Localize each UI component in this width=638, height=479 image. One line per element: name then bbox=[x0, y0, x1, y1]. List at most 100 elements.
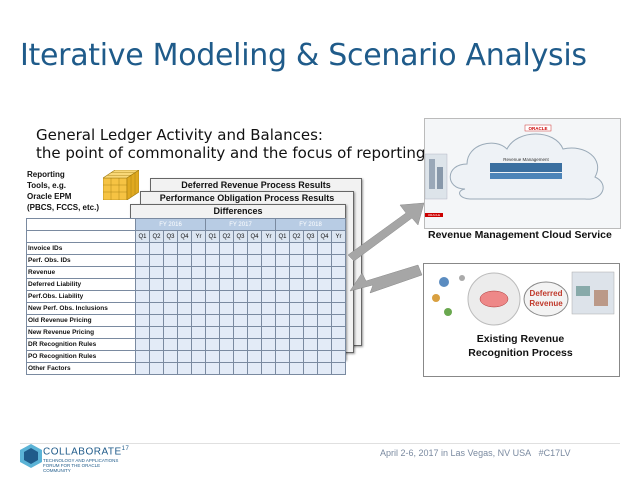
grid-row: New Perf. Obs. Inclusions bbox=[26, 302, 346, 315]
grid-cell bbox=[233, 350, 248, 363]
grid-cell bbox=[289, 338, 304, 351]
grid-cell bbox=[317, 326, 332, 339]
grid-cell bbox=[303, 326, 318, 339]
grid-cell bbox=[233, 326, 248, 339]
grid-cell bbox=[233, 314, 248, 327]
footer-divider bbox=[20, 443, 620, 444]
grid-cell bbox=[275, 326, 290, 339]
grid-cell bbox=[247, 302, 262, 315]
grid-cell bbox=[219, 314, 234, 327]
grid-cell bbox=[275, 338, 290, 351]
grid-cell bbox=[331, 338, 346, 351]
grid-cell bbox=[317, 302, 332, 315]
grid-cell bbox=[331, 290, 346, 303]
grid-cell bbox=[261, 266, 276, 279]
grid-cell bbox=[261, 254, 276, 267]
grid-cell bbox=[177, 290, 192, 303]
grid-cell bbox=[247, 326, 262, 339]
grid-cell bbox=[135, 350, 150, 363]
grid-cell bbox=[289, 302, 304, 315]
grid-cell bbox=[135, 266, 150, 279]
quarter-header: Q1 bbox=[135, 230, 150, 243]
grid-cell bbox=[275, 302, 290, 315]
grid-cell bbox=[331, 302, 346, 315]
collaborate-logo-icon bbox=[20, 444, 42, 468]
year-header: FY 2018 bbox=[275, 218, 346, 231]
arrow-left-icon bbox=[349, 264, 423, 294]
grid-cell bbox=[331, 326, 346, 339]
grid-cell bbox=[149, 362, 164, 375]
reporting-tools-line: Tools, e.g. bbox=[27, 181, 66, 190]
existing-process-label-line2: Recognition Process bbox=[468, 347, 573, 359]
quarter-header: Yr bbox=[191, 230, 206, 243]
reporting-tools-label: Reporting Tools, e.g. Oracle EPM (PBCS, … bbox=[27, 169, 99, 213]
grid-cell bbox=[205, 254, 220, 267]
grid-cell bbox=[163, 278, 178, 291]
grid-cell bbox=[247, 314, 262, 327]
quarter-header: Q4 bbox=[177, 230, 192, 243]
grid-cell bbox=[149, 290, 164, 303]
year-header: FY 2017 bbox=[205, 218, 276, 231]
grid-cell bbox=[261, 326, 276, 339]
grid-cell bbox=[191, 302, 206, 315]
grid-cell bbox=[219, 254, 234, 267]
grid-cell bbox=[289, 266, 304, 279]
collaborate-logo-subtitle: TECHNOLOGY AND APPLICATIONS FORUM FOR TH… bbox=[43, 458, 119, 473]
grid-cell bbox=[135, 362, 150, 375]
grid-cell bbox=[331, 362, 346, 375]
grid-row-label: Deferred Liability bbox=[26, 278, 136, 291]
reporting-tools-line: (PBCS, FCCS, etc.) bbox=[27, 203, 100, 212]
grid-cell bbox=[163, 362, 178, 375]
grid-cell bbox=[303, 254, 318, 267]
grid-row-label: DR Recognition Rules bbox=[26, 338, 136, 351]
grid-cell bbox=[191, 278, 206, 291]
grid-cell bbox=[247, 278, 262, 291]
grid-cell bbox=[219, 290, 234, 303]
grid-cell bbox=[303, 302, 318, 315]
grid-cell bbox=[275, 290, 290, 303]
grid-row: PO Recognition Rules bbox=[26, 350, 346, 363]
grid-cell bbox=[177, 338, 192, 351]
reporting-tools-line: Reporting bbox=[27, 170, 65, 179]
existing-process-image: Deferred Revenue bbox=[423, 263, 620, 377]
grid-cell bbox=[289, 290, 304, 303]
quarter-header: Q2 bbox=[149, 230, 164, 243]
grid-cell bbox=[219, 266, 234, 279]
grid-cell bbox=[289, 242, 304, 255]
gl-heading-line1: General Ledger Activity and Balances: bbox=[36, 126, 323, 144]
grid-cell bbox=[149, 326, 164, 339]
grid-row-label: Invoice IDs bbox=[26, 242, 136, 255]
grid-cell bbox=[219, 362, 234, 375]
grid-cell bbox=[177, 350, 192, 363]
gl-heading: General Ledger Activity and Balances: th… bbox=[36, 126, 425, 162]
quarter-header: Q4 bbox=[247, 230, 262, 243]
grid-cell bbox=[303, 266, 318, 279]
grid-cell bbox=[205, 350, 220, 363]
grid-cell bbox=[205, 326, 220, 339]
grid-cell bbox=[219, 302, 234, 315]
grid-cell bbox=[261, 362, 276, 375]
quarter-header: Q2 bbox=[219, 230, 234, 243]
grid-cell bbox=[163, 254, 178, 267]
grid-cell bbox=[331, 242, 346, 255]
grid-row: Revenue bbox=[26, 266, 346, 279]
grid-cell bbox=[289, 278, 304, 291]
grid-cell bbox=[303, 242, 318, 255]
grid-cell bbox=[191, 242, 206, 255]
existing-process-label-line1: Existing Revenue bbox=[476, 333, 565, 345]
quarter-header: Q1 bbox=[205, 230, 220, 243]
grid-cell bbox=[205, 290, 220, 303]
grid-cell bbox=[135, 326, 150, 339]
grid-cell bbox=[191, 338, 206, 351]
grid-cell bbox=[163, 266, 178, 279]
oracle-brand: ORACLE bbox=[529, 126, 548, 131]
grid-cell bbox=[219, 242, 234, 255]
grid-cell bbox=[135, 254, 150, 267]
arrows-graphic bbox=[347, 202, 425, 294]
grid-cell bbox=[191, 254, 206, 267]
grid-cell bbox=[303, 362, 318, 375]
grid-row: Invoice IDs bbox=[26, 242, 346, 255]
grid-cell bbox=[191, 314, 206, 327]
deferred-revenue-header: Deferred Revenue Process Results bbox=[181, 180, 331, 190]
grid-cell bbox=[233, 290, 248, 303]
